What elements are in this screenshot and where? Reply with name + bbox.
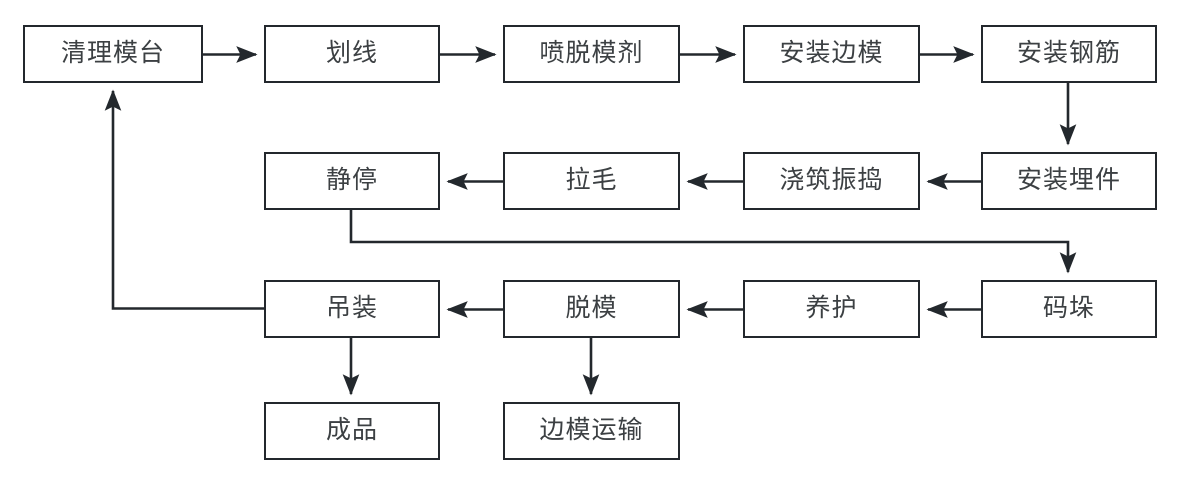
- node-diaozhuang[interactable]: 吊装: [264, 280, 440, 338]
- node-label: 安装边模: [779, 38, 884, 67]
- node-label: 静停: [325, 165, 378, 194]
- node-label: 清理模台: [60, 38, 165, 67]
- node-label: 成品: [325, 415, 378, 444]
- node-label: 码垛: [1042, 293, 1095, 322]
- node-label: 划线: [325, 38, 378, 67]
- node-yanghu[interactable]: 养护: [743, 280, 920, 338]
- node-label: 吊装: [325, 293, 378, 322]
- node-pentuomoji[interactable]: 喷脱模剂: [503, 25, 680, 83]
- node-label: 拉毛: [565, 165, 618, 194]
- node-lamao[interactable]: 拉毛: [503, 152, 680, 210]
- node-jingting[interactable]: 静停: [264, 152, 440, 210]
- node-huaxian[interactable]: 划线: [264, 25, 440, 83]
- node-anzhuangbianmo[interactable]: 安装边模: [743, 25, 920, 83]
- edge-diaozhuang-to-qinglimotai-feedback: [104, 89, 264, 310]
- node-jiaozhuzhendao[interactable]: 浇筑振捣: [743, 152, 920, 210]
- node-label: 养护: [805, 293, 858, 322]
- node-label: 边模运输: [539, 415, 644, 444]
- node-label: 安装钢筋: [1016, 38, 1121, 67]
- node-bianmoyunshu[interactable]: 边模运输: [503, 402, 680, 460]
- node-anzhuangmaijian[interactable]: 安装埋件: [981, 152, 1157, 210]
- node-tuomo[interactable]: 脱模: [503, 280, 680, 338]
- node-maduo[interactable]: 码垛: [981, 280, 1157, 338]
- node-label: 浇筑振捣: [779, 165, 884, 194]
- edge-jingting-to-maduo: [349, 210, 1077, 274]
- node-chengpin[interactable]: 成品: [264, 402, 440, 460]
- node-label: 喷脱模剂: [539, 38, 644, 67]
- node-anzhuanggangjin[interactable]: 安装钢筋: [981, 25, 1157, 83]
- node-label: 安装埋件: [1016, 165, 1121, 194]
- node-label: 脱模: [565, 293, 618, 322]
- node-qinglimotai[interactable]: 清理模台: [23, 25, 203, 83]
